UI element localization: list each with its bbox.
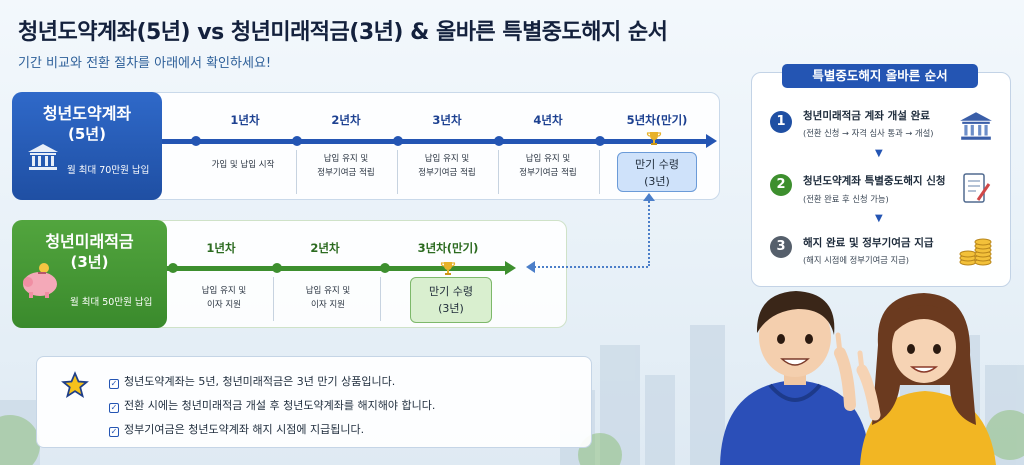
step-1-subtitle: (전환 신청 → 자격 심사 통과 → 개설) <box>803 128 934 138</box>
timeline-dot <box>168 263 178 273</box>
desc-line: 납입 유지 및 <box>305 286 351 296</box>
divider <box>498 150 499 194</box>
piggy-bank-icon <box>23 263 57 298</box>
divider <box>599 150 600 194</box>
timeline-dot <box>191 136 201 146</box>
doyak-years: (5년) <box>68 125 106 143</box>
mirae-note: 월 최대 50만원 납입 <box>70 297 153 308</box>
star-icon <box>61 371 89 399</box>
bank-icon <box>28 144 58 170</box>
arrow-down-icon: ▼ <box>875 213 883 224</box>
step-2-subtitle: (전환 완료 후 신청 가능) <box>803 194 889 204</box>
bank-icon <box>960 112 992 140</box>
connector-line <box>648 198 650 266</box>
divider <box>296 150 297 194</box>
desc-line: 정부기여금 적립 <box>519 168 577 178</box>
note-item: ✓ 전환 시에는 청년미래적금 개설 후 청년도약계좌를 해지해야 합니다. <box>109 397 435 413</box>
doyak-year-3: 3년차 <box>432 113 462 127</box>
maturity-label: 만기 수령 <box>429 285 473 298</box>
doyak-year-2-desc: 납입 유지 및 정부기여금 적립 <box>298 152 394 180</box>
timeline-dot <box>292 136 302 146</box>
mirae-timeline-arrow <box>505 261 516 275</box>
mirae-maturity-box: 만기 수령 (3년) <box>410 277 492 323</box>
notes-box: ✓ 청년도약계좌는 5년, 청년미래적금은 3년 만기 상품입니다. ✓ 전환 시에… <box>36 356 592 448</box>
maturity-years: (3년) <box>438 302 464 315</box>
timeline-dot <box>494 136 504 146</box>
mirae-year-1: 1년차 <box>206 241 236 255</box>
mirae-product-card: 청년미래적금 (3년) 월 최대 50만원 납입 <box>12 220 167 328</box>
checkbox-icon: ✓ <box>109 379 119 389</box>
note-text: 전환 시에는 청년미래적금 개설 후 청년도약계좌를 해지해야 합니다. <box>124 399 436 412</box>
timeline-dot <box>272 263 282 273</box>
desc-line: 정부기여금 적립 <box>418 168 476 178</box>
trophy-icon <box>440 262 456 275</box>
connector-arrow-left <box>526 261 535 273</box>
step-3-title: 해지 완료 및 정부기여금 지급 <box>803 237 934 249</box>
desc-line: 정부기여금 적립 <box>317 168 375 178</box>
coins-icon <box>959 238 992 266</box>
couple-illustration <box>720 291 996 465</box>
connector-arrow-up <box>643 193 655 201</box>
timeline-dot <box>595 136 605 146</box>
step-3-number: 3 <box>770 236 792 258</box>
mirae-timeline-line <box>165 266 507 271</box>
document-pen-icon <box>963 173 991 203</box>
maturity-label: 만기 수령 <box>635 158 679 171</box>
checkbox-icon: ✓ <box>109 403 119 413</box>
doyak-timeline-line <box>160 139 708 144</box>
divider <box>397 150 398 194</box>
doyak-year-1: 1년차 <box>230 113 260 127</box>
connector-line <box>534 266 648 268</box>
mirae-year-2: 2년차 <box>310 241 340 255</box>
order-panel-title: 특별중도해지 올바른 순서 <box>782 64 978 88</box>
page-title: 청년도약계좌(5년) vs 청년미래적금(3년) & 올바른 특별중도해지 순서 <box>18 20 668 45</box>
doyak-name: 청년도약계좌 <box>42 104 132 123</box>
desc-line: 납입 유지 및 <box>525 154 571 164</box>
step-1-number: 1 <box>770 111 792 133</box>
mirae-year-1-desc: 납입 유지 및 이자 지원 <box>176 284 272 312</box>
trophy-icon <box>646 132 662 145</box>
step-1-title: 청년미래적금 계좌 개설 완료 <box>803 110 930 122</box>
mirae-year-3: 3년차(만기) <box>417 241 479 255</box>
note-text: 청년도약계좌는 5년, 청년미래적금은 3년 만기 상품입니다. <box>124 375 396 388</box>
desc-line: 납입 유지 및 <box>201 286 247 296</box>
doyak-product-card: 청년도약계좌 (5년) 월 최대 70만원 납입 <box>12 92 162 200</box>
doyak-year-5: 5년차(만기) <box>626 113 688 127</box>
arrow-down-icon: ▼ <box>875 148 883 159</box>
checkbox-icon: ✓ <box>109 427 119 437</box>
note-text: 정부기여금은 청년도약계좌 해지 시점에 지급됩니다. <box>124 423 365 436</box>
doyak-year-2: 2년차 <box>331 113 361 127</box>
doyak-timeline-arrow <box>706 134 717 148</box>
step-3-subtitle: (해지 시점에 정부기여금 지급) <box>803 255 909 265</box>
doyak-year-1-desc: 가입 및 납입 시작 <box>195 158 291 172</box>
divider <box>380 277 381 321</box>
step-2-title: 청년도약계좌 특별중도해지 신청 <box>803 175 946 187</box>
mirae-year-2-desc: 납입 유지 및 이자 지원 <box>280 284 376 312</box>
divider <box>273 277 274 321</box>
timeline-dot <box>380 263 390 273</box>
note-item: ✓ 정부기여금은 청년도약계좌 해지 시점에 지급됩니다. <box>109 421 364 437</box>
doyak-year-3-desc: 납입 유지 및 정부기여금 적립 <box>399 152 495 180</box>
desc-line: 이자 지원 <box>207 300 241 310</box>
doyak-year-4-desc: 납입 유지 및 정부기여금 적립 <box>500 152 596 180</box>
timeline-dot <box>393 136 403 146</box>
desc-line: 납입 유지 및 <box>323 154 369 164</box>
desc-line: 납입 유지 및 <box>424 154 470 164</box>
page-subtitle: 기간 비교와 전환 절차를 아래에서 확인하세요! <box>18 56 272 71</box>
mirae-name: 청년미래적금 <box>45 232 134 251</box>
maturity-years: (3년) <box>644 175 670 188</box>
desc-line: 이자 지원 <box>311 300 345 310</box>
step-2-number: 2 <box>770 174 792 196</box>
doyak-note: 월 최대 70만원 납입 <box>67 165 150 176</box>
desc-line: 가입 및 납입 시작 <box>211 160 275 170</box>
doyak-maturity-box: 만기 수령 (3년) <box>617 152 697 192</box>
doyak-year-4: 4년차 <box>533 113 563 127</box>
mirae-years: (3년) <box>70 253 109 271</box>
note-item: ✓ 청년도약계좌는 5년, 청년미래적금은 3년 만기 상품입니다. <box>109 373 395 389</box>
